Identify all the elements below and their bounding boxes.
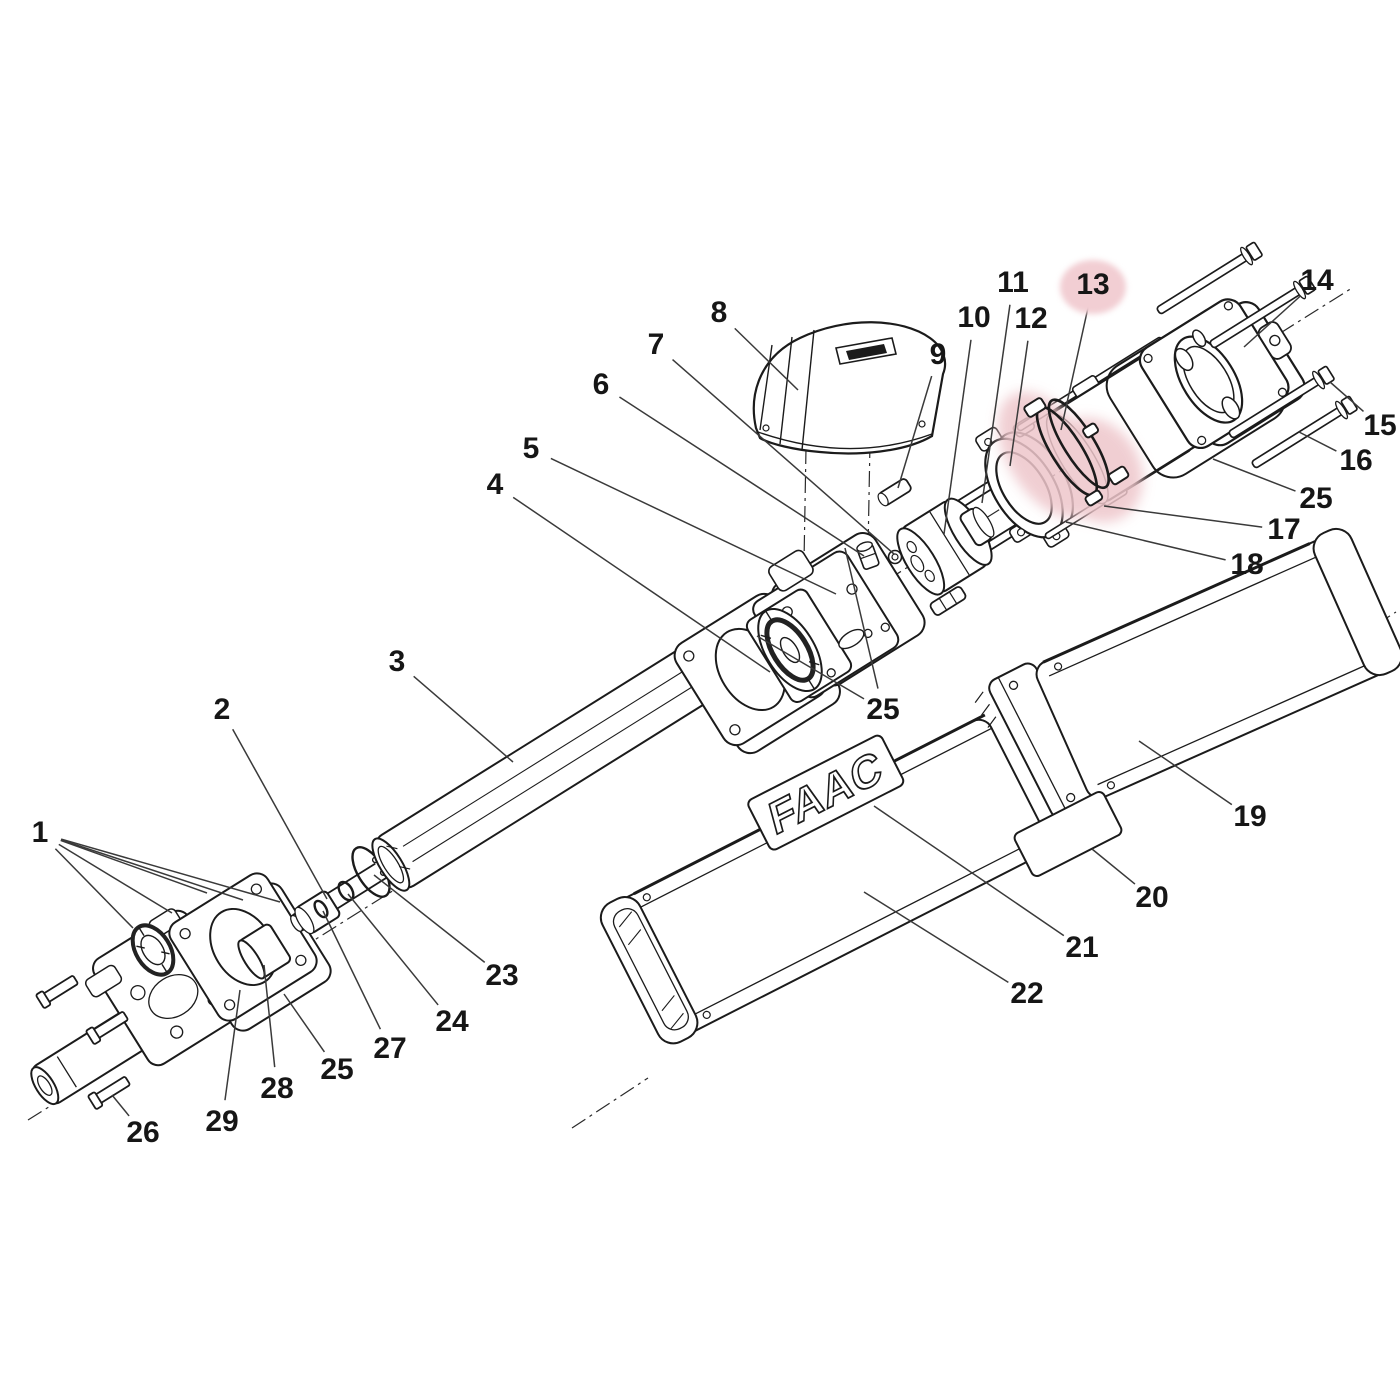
- leader-1: [54, 848, 134, 929]
- leader-25: [283, 993, 326, 1053]
- mount-bolts-26: [35, 975, 131, 1110]
- callout-26: 26: [126, 1116, 160, 1149]
- leader-4: [512, 496, 771, 673]
- leader-12: [1009, 340, 1029, 467]
- bleed-valve-6: [856, 541, 880, 570]
- leader-19: [1138, 740, 1233, 806]
- leader-25: [844, 547, 879, 689]
- leader-18: [1065, 521, 1226, 561]
- callout-25: 25: [866, 693, 900, 726]
- leader-9: [897, 375, 933, 489]
- callout-11: 11: [997, 266, 1029, 299]
- callout-4: 4: [486, 468, 504, 501]
- cover-8: [752, 321, 947, 455]
- leader-1: [58, 843, 173, 914]
- callout-5: 5: [522, 432, 540, 465]
- leader-1: [60, 839, 244, 901]
- pump-10: [896, 497, 995, 596]
- gearbox-block: [745, 532, 926, 704]
- callout-14: 14: [1300, 264, 1334, 297]
- callout-25: 25: [320, 1053, 354, 1086]
- leader-26: [111, 1094, 130, 1117]
- callout-7: 7: [647, 328, 665, 361]
- callout-17: 17: [1267, 513, 1301, 546]
- band-clamp-13: [1023, 397, 1130, 507]
- leader-24: [347, 893, 439, 1006]
- leader-11: [981, 304, 1011, 504]
- callout-18: 18: [1230, 548, 1264, 581]
- leader-25: [1212, 458, 1296, 492]
- part-13-highlight: [997, 391, 1144, 523]
- cap-bolts-15-16: [1156, 241, 1358, 469]
- callout-3: 3: [388, 645, 406, 678]
- callout-8: 8: [710, 296, 728, 329]
- leader-17: [1103, 505, 1263, 528]
- callout-29: 29: [205, 1105, 239, 1138]
- leader-16: [1298, 431, 1337, 452]
- leader-5: [550, 457, 837, 595]
- leader-29: [224, 989, 241, 1101]
- o-ring-24: [337, 880, 355, 902]
- callout-23: 23: [485, 959, 519, 992]
- leader-3: [413, 675, 514, 763]
- callout-27: 27: [373, 1032, 407, 1065]
- leader-13: [1060, 306, 1089, 431]
- rear-bracket: [84, 908, 244, 1067]
- leader-23: [373, 874, 486, 963]
- leader-27: [322, 910, 382, 1030]
- callout-13-highlighted: 13: [1076, 268, 1110, 301]
- leader-15: [1329, 381, 1364, 413]
- callout-10: 10: [957, 301, 991, 334]
- callout-22: 22: [1010, 977, 1044, 1010]
- leader-14: [1243, 295, 1302, 348]
- extrusion-front-22: FAAC: [599, 713, 1050, 1045]
- leader-7: [672, 358, 895, 555]
- callout-21: 21: [1065, 931, 1099, 964]
- callout-24: 24: [435, 1005, 469, 1038]
- callout-19: 19: [1233, 800, 1267, 833]
- callout-9: 9: [929, 338, 947, 371]
- highlight-halo-13: [1060, 260, 1126, 314]
- callout-28: 28: [260, 1072, 294, 1105]
- leader-2: [232, 728, 328, 900]
- pins-9: [877, 478, 967, 616]
- sticker-20: [1013, 790, 1123, 878]
- callout-16: 16: [1339, 444, 1373, 477]
- outer-tube-3: [371, 625, 750, 892]
- callout-25: 25: [1299, 482, 1333, 515]
- callout-2: 2: [213, 693, 231, 726]
- extrusion-rear-19: [1035, 527, 1400, 799]
- callout-1: 1: [31, 816, 49, 849]
- callout-20: 20: [1135, 881, 1169, 914]
- leader-21: [873, 805, 1065, 937]
- leader-20: [1091, 848, 1136, 885]
- leader-25: [756, 635, 865, 700]
- callout-6: 6: [592, 368, 610, 401]
- leader-6: [619, 396, 865, 557]
- leader-28: [263, 964, 276, 1068]
- leader-10: [943, 339, 972, 535]
- leader-1: [60, 838, 281, 903]
- callout-15: 15: [1363, 409, 1397, 442]
- leader-22: [863, 891, 1009, 983]
- collar-28: [237, 923, 292, 980]
- leader-8: [734, 327, 799, 391]
- leader-1: [60, 839, 208, 894]
- leader-lines: [54, 295, 1364, 1117]
- callout-12: 12: [1014, 302, 1048, 335]
